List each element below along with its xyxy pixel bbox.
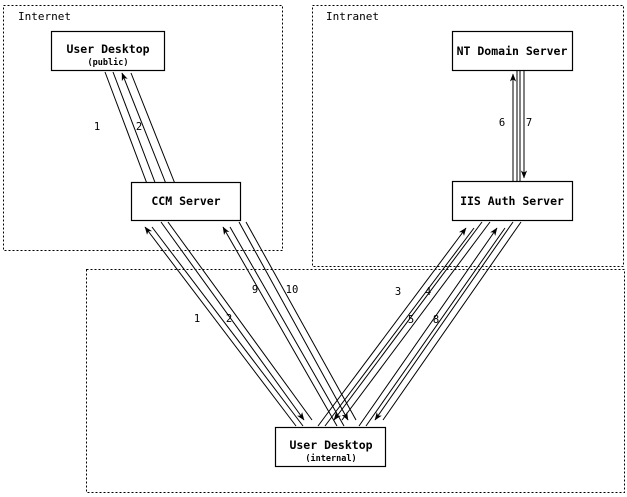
node-box-iis-auth-server[interactable] (451, 180, 574, 222)
flow-line-5 (358, 227, 498, 427)
node-title-user-desktop-public: User Desktop (66, 42, 149, 56)
zone-internal-lan-boundary (86, 269, 625, 493)
flow-label-2-public: 2 (136, 121, 142, 133)
flow-line-10-edge (245, 221, 357, 421)
node-user-desktop-public[interactable]: User Desktop (public) (50, 30, 166, 72)
flow-label-1-public: 1 (94, 121, 100, 133)
flow-label-7: 7 (526, 117, 532, 129)
flow-line-9-edge (229, 226, 345, 427)
flow-line-5-edge (365, 227, 506, 427)
connector-ccm-internal-desktop-left (144, 221, 313, 427)
node-box-nt-domain-server[interactable] (451, 30, 574, 72)
node-nt-domain-server[interactable]: NT Domain Server (451, 30, 574, 72)
node-title-nt-domain-server: NT Domain Server (457, 44, 568, 58)
flow-line-1-internal-edge (151, 226, 304, 427)
flow-label-4: 4 (425, 286, 431, 298)
flow-label-1-internal: 1 (194, 313, 200, 325)
connector-iis-internal-desktop-inner (317, 221, 491, 427)
node-user-desktop-internal[interactable]: User Desktop (internal) (274, 426, 387, 468)
connector-iis-nt-domain (509, 71, 528, 181)
node-box-user-desktop-public[interactable] (50, 30, 166, 72)
flow-line-8 (374, 221, 514, 421)
zone-label-internet: Internet (18, 10, 71, 23)
flow-label-6: 6 (499, 117, 505, 129)
zone-label-intranet: Intranet (326, 10, 379, 23)
flow-line-4 (333, 221, 483, 421)
connector-ccm-internal-desktop-right (222, 221, 357, 427)
node-subtitle-user-desktop-public: (public) (88, 57, 129, 68)
node-box-ccm-server[interactable] (130, 181, 242, 222)
flow-label-2-internal: 2 (226, 313, 232, 325)
zone-boundaries (3, 5, 625, 493)
node-box-user-desktop-internal[interactable] (274, 426, 387, 468)
node-title-user-desktop-internal: User Desktop (289, 438, 372, 452)
flow-line-9 (222, 226, 338, 427)
flow-labels: 1 2 6 7 9 10 1 2 3 4 5 8 (94, 117, 532, 326)
flow-line-3 (317, 227, 467, 427)
flow-label-5: 5 (408, 314, 414, 326)
flow-label-9: 9 (252, 284, 258, 296)
node-iis-auth-server[interactable]: IIS Auth Server (451, 180, 574, 222)
flow-line-1-internal (144, 226, 297, 427)
flow-label-8: 8 (433, 314, 439, 326)
flow-line-3-edge (324, 227, 475, 427)
flow-label-10: 10 (286, 284, 299, 296)
flow-line-2-internal (160, 221, 305, 421)
node-ccm-server[interactable]: CCM Server (130, 181, 242, 222)
connector-iis-internal-desktop-outer (358, 221, 522, 427)
zone-intranet-boundary (312, 5, 624, 267)
node-title-iis-auth-server: IIS Auth Server (460, 194, 564, 208)
zone-internet-boundary (3, 5, 283, 251)
node-subtitle-user-desktop-internal: (internal) (305, 453, 356, 464)
flow-line-4-edge (341, 221, 491, 421)
flow-line-2-internal-edge (167, 221, 313, 421)
flow-line-8-edge (382, 221, 522, 421)
flow-line-10 (238, 221, 349, 421)
node-title-ccm-server: CCM Server (151, 194, 220, 208)
flow-label-3: 3 (395, 286, 401, 298)
